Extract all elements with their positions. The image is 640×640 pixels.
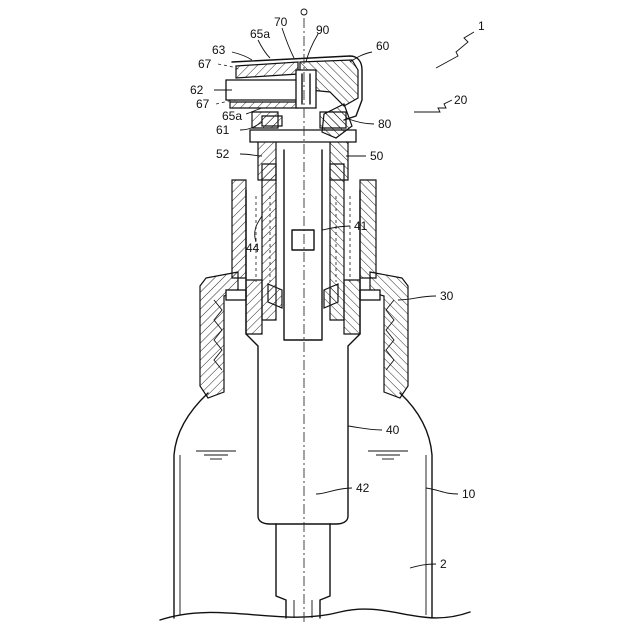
label-80: 80: [378, 117, 392, 131]
label-70: 70: [274, 15, 288, 29]
label-44: 44: [246, 241, 260, 255]
label-67-top: 67: [198, 57, 212, 71]
label-41: 41: [354, 219, 368, 233]
label-67-bottom: 67: [196, 97, 210, 111]
spring: [256, 196, 350, 282]
label-30: 30: [440, 289, 454, 303]
axis-origin-mark: [301, 9, 307, 15]
label-52: 52: [216, 147, 230, 161]
label-2: 2: [440, 557, 447, 571]
label-20: 20: [454, 93, 468, 107]
label-63: 63: [212, 43, 226, 57]
liquid-level: [196, 451, 408, 459]
label-50: 50: [370, 149, 384, 163]
label-60: 60: [376, 39, 390, 53]
bottle: [160, 393, 470, 620]
label-65a-top: 65a: [250, 27, 270, 41]
label-42: 42: [356, 481, 370, 495]
label-1: 1: [478, 19, 485, 33]
label-61: 61: [216, 123, 230, 137]
label-10: 10: [462, 487, 476, 501]
label-62: 62: [190, 83, 204, 97]
label-40: 40: [386, 423, 400, 437]
label-65a-bottom: 65a: [222, 109, 242, 123]
label-90: 90: [316, 23, 330, 37]
dip-tube: [276, 524, 330, 618]
pusher-head: [226, 56, 362, 138]
